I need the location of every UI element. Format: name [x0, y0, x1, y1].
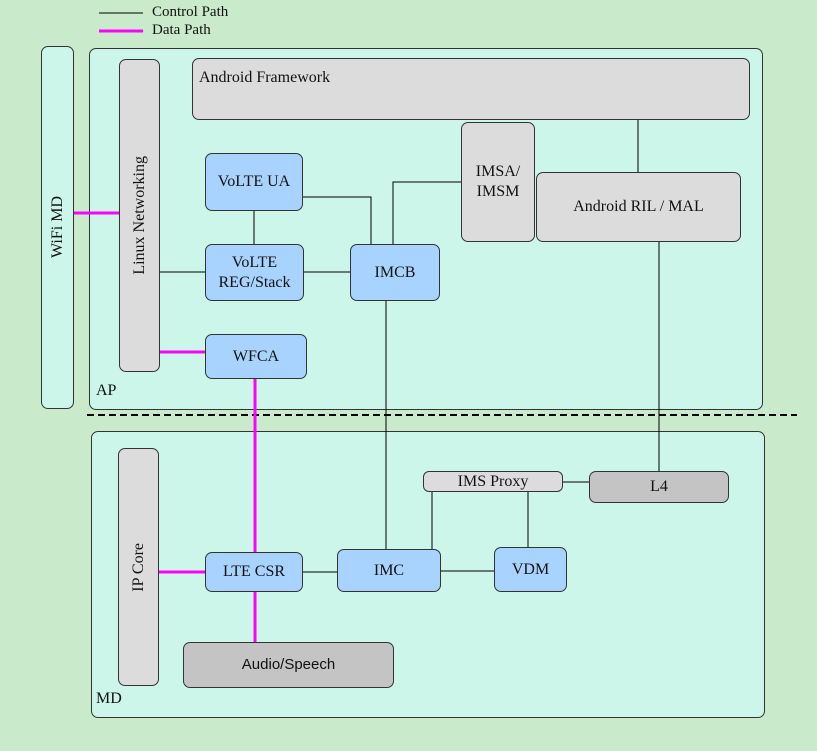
wifi-md-block: WiFi MD	[41, 46, 74, 409]
ims-proxy-block: IMS Proxy	[423, 471, 563, 492]
volte-ua-block: VoLTE UA	[205, 153, 303, 211]
ip-core-block: IP Core	[118, 448, 159, 686]
l4-label: L4	[650, 478, 668, 495]
ap-region-label: AP	[96, 382, 117, 399]
volte-reg-stack-label: VoLTE REG/Stack	[218, 253, 291, 291]
ip-core-label: IP Core	[129, 542, 147, 592]
lte-csr-label: LTE CSR	[222, 563, 286, 580]
imsa-imsm-label: IMSA/ IMSM	[475, 163, 521, 200]
volte-reg-stack-block: VoLTE REG/Stack	[205, 244, 304, 301]
vdm-label: VDM	[511, 560, 550, 578]
legend-data-path-label: Data Path	[152, 22, 211, 38]
volte-ua-label: VoLTE UA	[217, 173, 291, 190]
imcb-label: IMCB	[374, 263, 416, 281]
android-framework-block: Android Framework	[192, 58, 750, 120]
lte-csr-block: LTE CSR	[205, 552, 303, 592]
audio-speech-block: Audio/Speech	[183, 642, 394, 688]
linux-networking-block: Linux Networking	[119, 59, 160, 372]
imc-block: IMC	[337, 549, 441, 592]
android-ril-mal-block: Android RIL / MAL	[536, 172, 741, 242]
imc-label: IMC	[373, 561, 405, 579]
ims-proxy-label: IMS Proxy	[457, 472, 529, 490]
legend-control-path-label: Control Path	[152, 4, 229, 20]
md-region-label: MD	[96, 690, 122, 707]
audio-speech-label: Audio/Speech	[241, 656, 336, 673]
android-framework-label: Android Framework	[199, 69, 331, 86]
wfca-block: WFCA	[205, 334, 307, 379]
imcb-block: IMCB	[350, 244, 440, 301]
wfca-label: WFCA	[232, 347, 280, 365]
android-ril-mal-label: Android RIL / MAL	[573, 198, 704, 215]
control-path-imcb-imsa	[392, 181, 461, 244]
control-path-volteua-imcb	[303, 196, 372, 244]
linux-networking-label: Linux Networking	[130, 156, 148, 275]
vdm-block: VDM	[494, 547, 567, 592]
imsa-imsm-block: IMSA/ IMSM	[461, 122, 535, 242]
l4-block: L4	[589, 471, 729, 503]
